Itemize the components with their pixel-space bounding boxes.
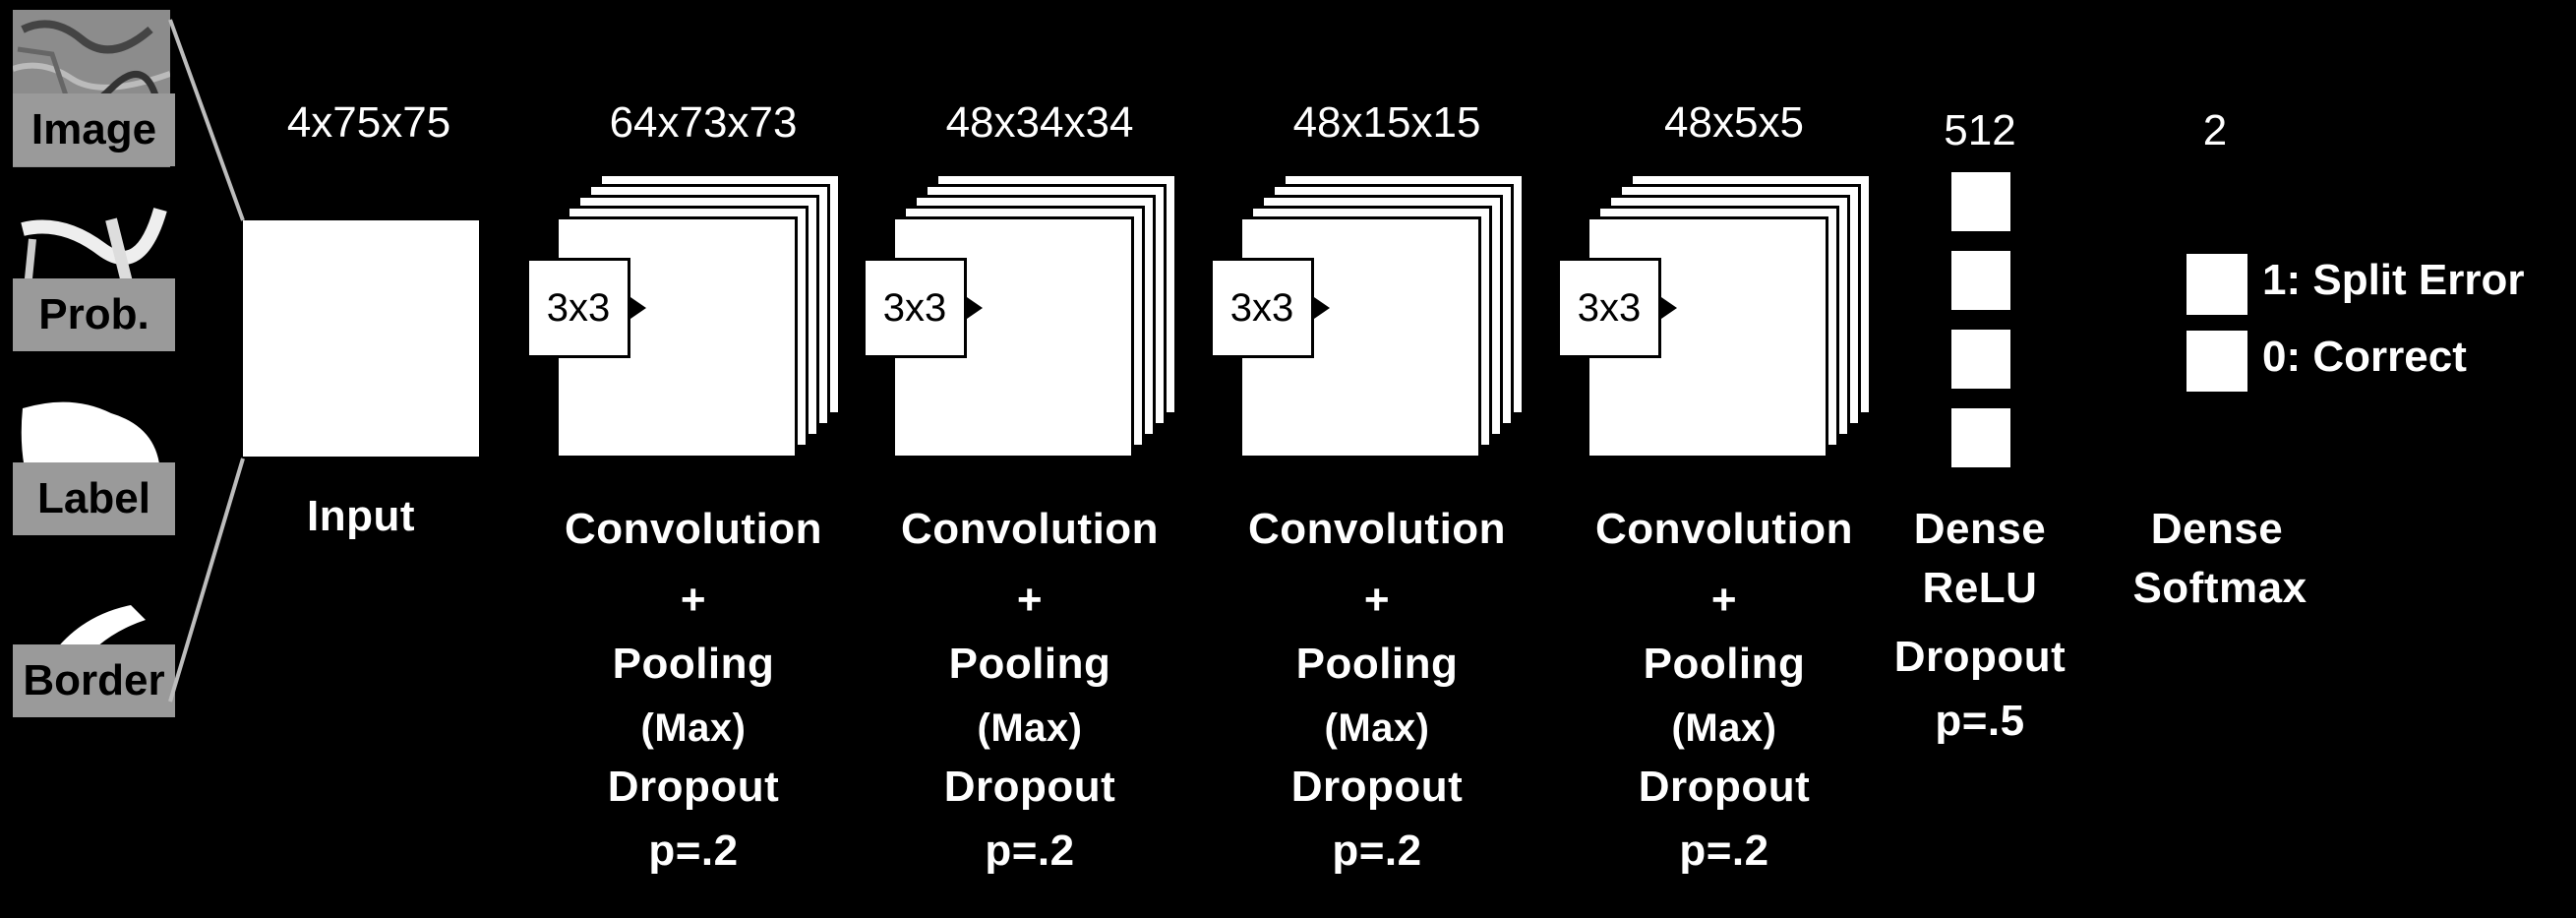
conv2-dims: 48x34x34 [945, 98, 1134, 147]
conv1-caption-2: + [680, 576, 707, 624]
input-dims: 4x75x75 [286, 98, 451, 147]
split-error-swatch [2187, 254, 2247, 315]
kernel-box: 3x3 [526, 258, 630, 358]
kernel-arrow-icon [967, 297, 983, 319]
conv4-caption-4: (Max) [1671, 706, 1777, 750]
kernel-size-label: 3x3 [1577, 285, 1642, 330]
conv1-dims: 64x73x73 [609, 98, 798, 147]
dense-softmax-caption-1: Dense [2150, 505, 2284, 553]
conv4-caption-1: Convolution [1594, 505, 1854, 553]
conv4-dims: 48x5x5 [1664, 98, 1804, 147]
conv3-caption-1: Convolution [1247, 505, 1507, 553]
kernel-arrow-icon [1314, 297, 1330, 319]
conv1-caption-5: Dropout [607, 763, 780, 811]
conv4-caption-6: p=.2 [1679, 826, 1769, 875]
prob-label: Prob. [13, 278, 175, 351]
dense-relu-caption-2: ReLU [1922, 564, 2038, 612]
input-block [243, 220, 479, 457]
image-label: Image [13, 93, 175, 166]
conv1-caption-1: Convolution [564, 505, 823, 553]
split-error-label: 1: Split Error [2262, 256, 2525, 304]
conv2-caption-2: + [1016, 576, 1044, 624]
kernel-size-label: 3x3 [882, 285, 947, 330]
correct-label: 0: Correct [2262, 333, 2467, 381]
border-label: Border [13, 644, 175, 717]
conv2-caption-4: (Max) [977, 706, 1083, 750]
conv2-caption-1: Convolution [900, 505, 1160, 553]
kernel-box: 3x3 [863, 258, 967, 358]
dense-softmax-dims: 2 [2202, 106, 2228, 154]
dense-unit [1951, 251, 2010, 310]
conv3-caption-6: p=.2 [1332, 826, 1422, 875]
conv1-caption-6: p=.2 [648, 826, 739, 875]
conv3-caption-4: (Max) [1324, 706, 1430, 750]
conv4-caption-2: + [1710, 576, 1738, 624]
conv3-dims: 48x15x15 [1292, 98, 1481, 147]
correct-swatch [2187, 331, 2247, 392]
conv3-caption-5: Dropout [1290, 763, 1464, 811]
conv3-caption-2: + [1363, 576, 1391, 624]
conv4-caption-3: Pooling [1643, 640, 1806, 688]
kernel-size-label: 3x3 [1229, 285, 1294, 330]
kernel-arrow-icon [630, 297, 646, 319]
dense-unit [1951, 330, 2010, 389]
conv3-caption-3: Pooling [1295, 640, 1459, 688]
kernel-arrow-icon [1661, 297, 1677, 319]
conv1-caption-4: (Max) [640, 706, 747, 750]
conv1-caption-3: Pooling [612, 640, 775, 688]
kernel-size-label: 3x3 [546, 285, 611, 330]
conv4-caption-5: Dropout [1638, 763, 1811, 811]
dense-unit [1951, 172, 2010, 231]
kernel-box: 3x3 [1210, 258, 1314, 358]
label-label: Label [13, 462, 175, 535]
dense-softmax-caption-2: Softmax [2132, 564, 2307, 612]
thumbnail-connector-lines [168, 19, 245, 703]
dense-relu-caption-3: Dropout [1893, 633, 2067, 681]
kernel-box: 3x3 [1557, 258, 1661, 358]
input-caption: Input [306, 492, 416, 540]
dense-relu-dims: 512 [1944, 106, 2016, 154]
conv2-caption-3: Pooling [948, 640, 1111, 688]
conv2-caption-6: p=.2 [985, 826, 1075, 875]
dense-relu-caption-4: p=.5 [1935, 697, 2025, 745]
dense-relu-caption-1: Dense [1913, 505, 2047, 553]
conv2-caption-5: Dropout [943, 763, 1116, 811]
dense-unit [1951, 408, 2010, 467]
